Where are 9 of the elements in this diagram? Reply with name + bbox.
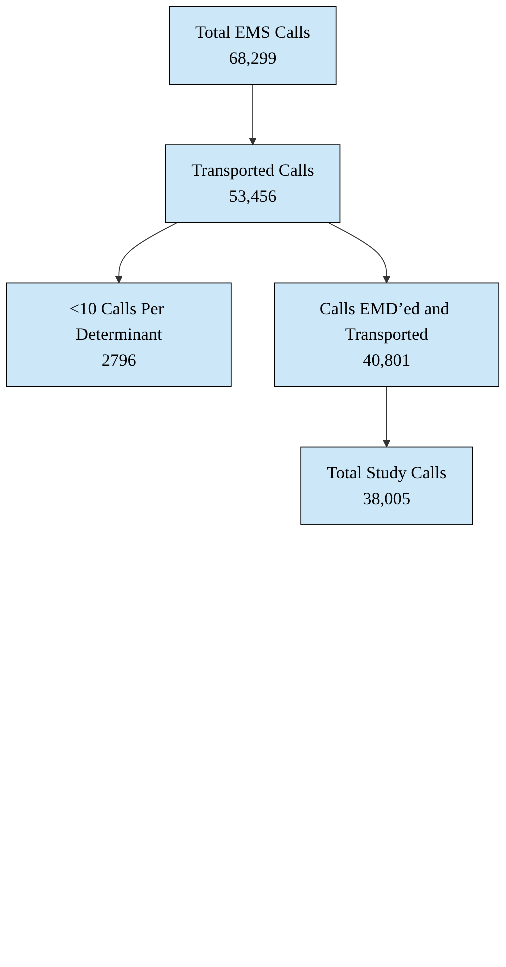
node-box: Total EMS Calls 68,299 bbox=[169, 6, 337, 86]
arrow bbox=[115, 222, 178, 284]
arrow bbox=[328, 222, 391, 284]
node-box: Total Study Calls 38,005 bbox=[300, 446, 474, 526]
node-box: <10 Calls Per Determinant 2796 bbox=[6, 282, 232, 388]
arrow bbox=[383, 386, 391, 448]
arrow bbox=[249, 84, 257, 146]
node-box: Calls EMD’ed and Transported 40,801 bbox=[274, 282, 500, 388]
node-box: Transported Calls 53,456 bbox=[165, 144, 341, 224]
